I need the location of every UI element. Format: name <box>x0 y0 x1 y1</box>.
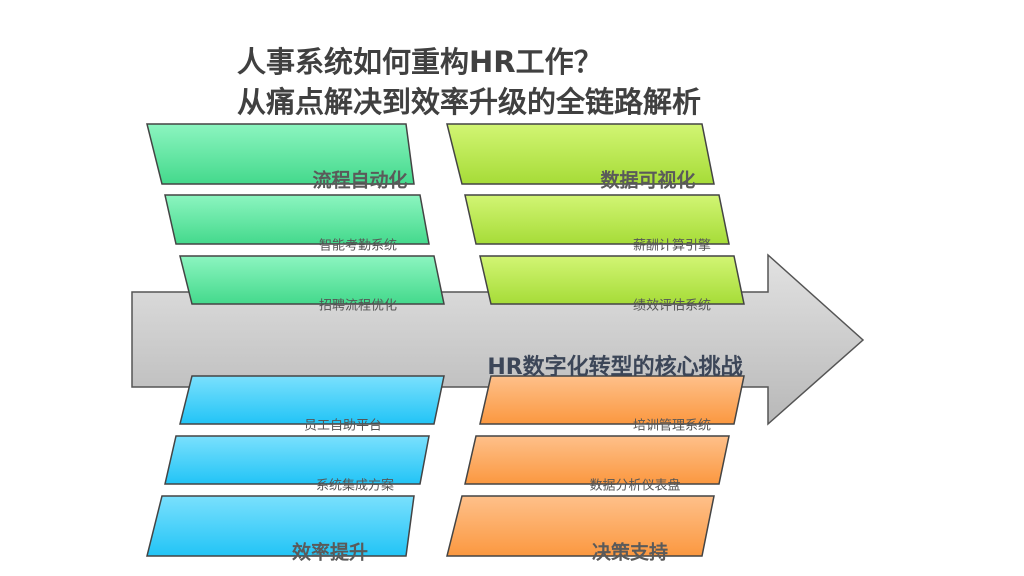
branch-bottom-right-shapes <box>446 375 745 557</box>
title-line-2: 从痛点解决到效率升级的全链路解析 <box>237 85 702 119</box>
top-left-category-box <box>146 123 415 185</box>
bottom-right-item-box-1 <box>479 375 745 425</box>
branch-top-right-shapes <box>446 123 745 305</box>
item-label-recruitment: 招聘流程优化 <box>318 298 398 314</box>
top-right-item-box-2 <box>479 255 745 305</box>
item-label-integration: 系统集成方案 <box>315 478 395 494</box>
branch-top-left-shapes <box>146 123 445 305</box>
bottom-right-item-box-2 <box>464 435 730 485</box>
category-label-efficiency: 效率提升 <box>291 541 369 564</box>
item-label-performance: 绩效评估系统 <box>632 298 712 314</box>
bottom-left-item-box-1 <box>179 375 445 425</box>
item-label-dashboard: 数据分析仪表盘 <box>589 478 681 494</box>
bottom-right-category-box <box>446 495 715 557</box>
arrow-label: HR数字化转型的核心挑战 <box>487 355 743 380</box>
title-line-1: 人事系统如何重构HR工作？ <box>237 45 603 79</box>
bottom-left-item-box-2 <box>164 435 430 485</box>
category-label-decision-support: 决策支持 <box>591 541 669 564</box>
item-label-payroll: 薪酬计算引擎 <box>632 238 712 254</box>
top-right-category-box <box>446 123 715 185</box>
item-label-attendance: 智能考勤系统 <box>318 238 398 254</box>
item-label-self-service: 员工自助平台 <box>303 418 383 434</box>
item-label-training: 培训管理系统 <box>632 418 712 434</box>
bottom-left-category-box <box>146 495 415 557</box>
diagram-title: 人事系统如何重构HR工作？ 从痛点解决到效率升级的全链路解析 <box>237 42 701 122</box>
top-right-item-box-1 <box>464 194 730 245</box>
branch-bottom-left-shapes <box>146 375 445 557</box>
top-left-item-box-2 <box>179 255 445 305</box>
category-label-data-visualization: 数据可视化 <box>600 169 696 192</box>
category-label-process-automation: 流程自动化 <box>312 169 408 192</box>
top-left-item-box-1 <box>164 194 430 245</box>
